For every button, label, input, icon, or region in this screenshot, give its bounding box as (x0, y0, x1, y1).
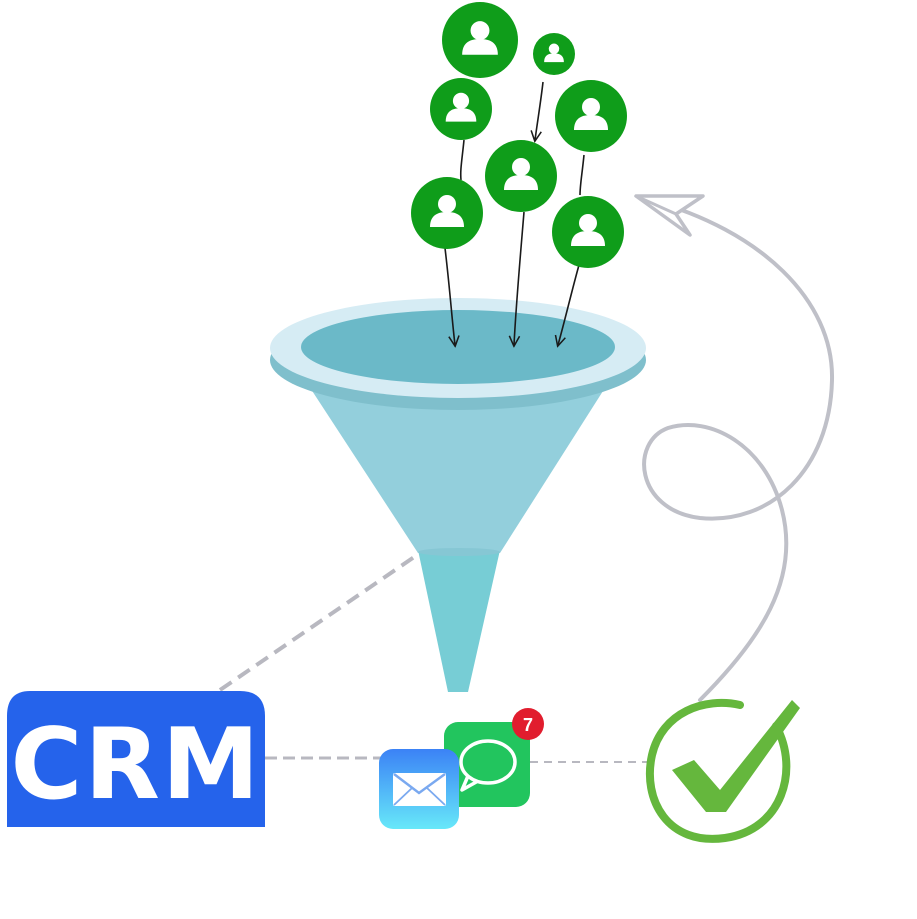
envelope-icon (393, 772, 446, 806)
user-avatar (411, 177, 483, 249)
users (411, 2, 627, 268)
funnel-body (305, 380, 610, 553)
notification-count: 7 (523, 715, 533, 735)
checkmark-icon (645, 698, 800, 843)
connector-crm-to-funnel (218, 551, 422, 692)
arrow-1 (444, 247, 455, 345)
dashed-connectors (218, 551, 650, 763)
notification-badge: 7 (512, 708, 544, 740)
chat-bubble-icon (459, 739, 517, 792)
funnel-stem (418, 550, 500, 692)
arrow-5 (579, 154, 585, 196)
user-avatar (442, 2, 518, 78)
user-avatar (552, 196, 624, 268)
funnel (270, 298, 646, 692)
arrow-2 (459, 139, 465, 181)
user-avatar (533, 33, 575, 75)
user-avatar (485, 140, 557, 212)
return-loop-arrow (634, 194, 835, 702)
paper-plane-icon (634, 194, 705, 237)
mail-app-icon (379, 749, 459, 829)
funnel-neck (418, 548, 500, 556)
arrow-6 (535, 81, 544, 140)
user-avatar (555, 80, 627, 152)
crm-block: CRM (7, 691, 265, 827)
user-avatar (430, 78, 492, 140)
lead-arrows (444, 81, 585, 345)
arrow-4 (558, 264, 580, 345)
messages-app-icon: 7 (444, 708, 544, 807)
funnel-opening (301, 310, 615, 384)
arrow-3 (514, 211, 525, 345)
crm-label: CRM (11, 708, 262, 822)
